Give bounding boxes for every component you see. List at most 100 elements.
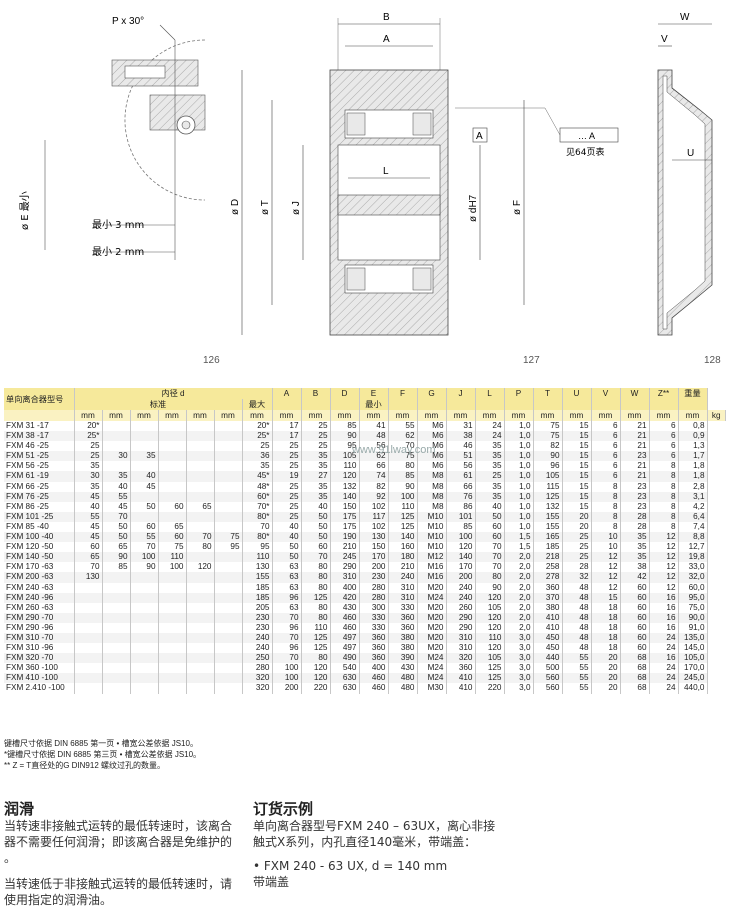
order-line: 触式X系列，内孔直径140毫米，带端盖： — [253, 835, 477, 849]
model-cell: FXM 200 -63 — [4, 572, 75, 583]
value-cell: 48 — [562, 612, 592, 623]
value-cell: 35 — [301, 491, 331, 502]
value-cell: 450 — [533, 643, 563, 654]
model-cell: FXM 170 -63 — [4, 562, 75, 573]
footnote: ** Z = T直径处的G DIN912 螺纹过孔的数量。 — [4, 761, 165, 770]
value-cell: 320 — [446, 653, 476, 664]
value-cell: 96 — [272, 643, 302, 654]
value-cell: 48 — [562, 582, 592, 593]
value-cell: 310 — [446, 643, 476, 654]
specification-table: 单向离合器型号 内径 d A B D E F G J L P T U V W Z… — [4, 388, 726, 694]
datum-a: A — [476, 131, 483, 142]
value-cell: 280 — [359, 592, 389, 603]
value-cell: 230 — [242, 612, 273, 623]
value-cell: 35 — [130, 451, 159, 462]
value-cell: 90 — [475, 582, 505, 593]
lubrication-text: 当转速非接触式运转的最低转速时，该离合 器不需要任何润滑；即该离合器是免维护的 … — [4, 818, 244, 908]
value-cell: 21 — [620, 471, 650, 482]
value-cell — [214, 521, 243, 533]
header-bore: 内径 d — [74, 388, 273, 399]
value-cell: 420 — [330, 592, 360, 603]
value-cell: 62 — [388, 431, 418, 442]
value-cell: 90 — [388, 481, 418, 492]
value-cell — [214, 511, 243, 522]
value-cell: 48 — [562, 622, 592, 633]
value-cell: 410 — [533, 612, 563, 623]
value-cell: 240 — [242, 643, 273, 654]
value-cell: 24 — [649, 632, 679, 644]
value-cell: 12 — [649, 582, 679, 593]
value-cell: 25 — [301, 421, 331, 432]
value-cell — [214, 471, 243, 482]
value-cell — [102, 663, 131, 674]
value-cell: 6 — [649, 431, 679, 442]
value-cell: 1,0 — [504, 431, 534, 442]
value-cell: 101 — [446, 511, 476, 522]
value-cell: M24 — [417, 663, 447, 674]
value-cell: 90 — [102, 552, 131, 563]
value-cell: 86 — [446, 501, 476, 512]
value-cell: 2,0 — [504, 572, 534, 583]
value-cell — [158, 491, 187, 502]
value-cell: 50 — [475, 511, 505, 522]
unit-cell: mm — [330, 410, 360, 421]
value-cell: 82 — [533, 441, 563, 452]
value-cell: 450 — [533, 632, 563, 644]
value-cell: 8 — [591, 521, 621, 533]
model-cell: FXM 140 -50 — [4, 552, 75, 563]
value-cell: 25 — [74, 451, 103, 462]
value-cell: 95 — [242, 542, 273, 553]
value-cell: 15 — [562, 471, 592, 482]
value-cell: M20 — [417, 632, 447, 644]
value-cell: 240 — [242, 632, 273, 644]
value-cell: M16 — [417, 572, 447, 583]
value-cell: 100 — [158, 562, 187, 573]
value-cell: 245,0 — [678, 673, 708, 684]
value-cell: M6 — [417, 451, 447, 462]
value-cell: 50 — [130, 501, 159, 512]
value-cell — [186, 471, 215, 482]
value-cell: 130 — [359, 532, 389, 543]
value-cell: 185 — [533, 542, 563, 553]
value-cell: 12 — [649, 562, 679, 573]
value-cell — [186, 431, 215, 442]
header-min: 最小 — [359, 399, 389, 410]
unit-cell: mm — [301, 410, 331, 421]
value-cell — [186, 592, 215, 603]
model-cell: FXM 85 -40 — [4, 521, 75, 533]
value-cell: 32,0 — [678, 572, 708, 583]
header-col: B — [301, 388, 331, 399]
value-cell: 30 — [102, 451, 131, 462]
unit-cell: mm — [446, 410, 476, 421]
value-cell: 36 — [242, 451, 273, 462]
unit-cell: mm — [102, 410, 131, 421]
value-cell: 50 — [301, 511, 331, 522]
value-cell: 35 — [620, 532, 650, 543]
value-cell — [214, 481, 243, 492]
value-cell: 210 — [388, 562, 418, 573]
unit-cell: mm — [562, 410, 592, 421]
value-cell: 75 — [214, 532, 243, 543]
order-example-text: 单向离合器型号FXM 240 – 63UX，离心非接 触式X系列，内孔直径140… — [253, 818, 513, 890]
value-cell: M8 — [417, 491, 447, 502]
value-cell: 16 — [649, 612, 679, 623]
unit-cell: mm — [475, 410, 505, 421]
value-cell — [186, 491, 215, 502]
value-cell — [158, 673, 187, 684]
value-cell: 132 — [533, 501, 563, 512]
table-header-row-2: 标准 最大 最小 — [4, 399, 726, 410]
value-cell: 50 — [301, 521, 331, 533]
value-cell: 74 — [359, 471, 389, 482]
value-cell — [158, 582, 187, 593]
value-cell: 6 — [591, 461, 621, 472]
value-cell: 310 — [330, 572, 360, 583]
value-cell: 105,0 — [678, 653, 708, 664]
value-cell: 21 — [620, 441, 650, 452]
value-cell: 185 — [242, 592, 273, 603]
value-cell: 260 — [446, 602, 476, 613]
value-cell: 480 — [388, 683, 418, 694]
value-cell: 280 — [359, 582, 389, 593]
